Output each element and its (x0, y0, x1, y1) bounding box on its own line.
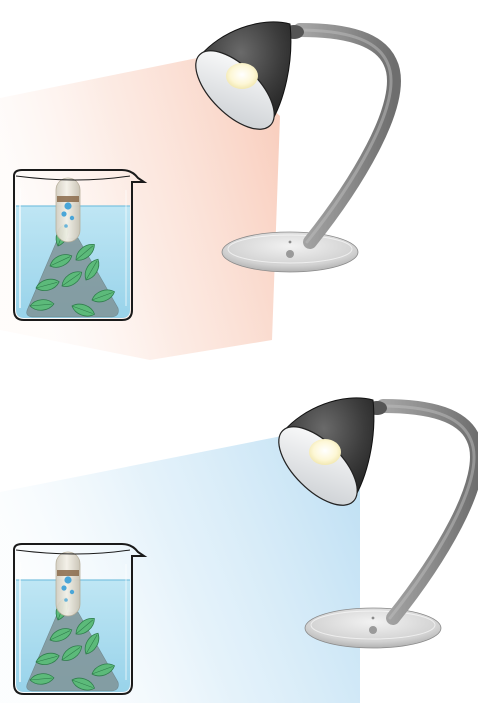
top-panel (0, 22, 394, 360)
bottom-panel (0, 398, 477, 703)
